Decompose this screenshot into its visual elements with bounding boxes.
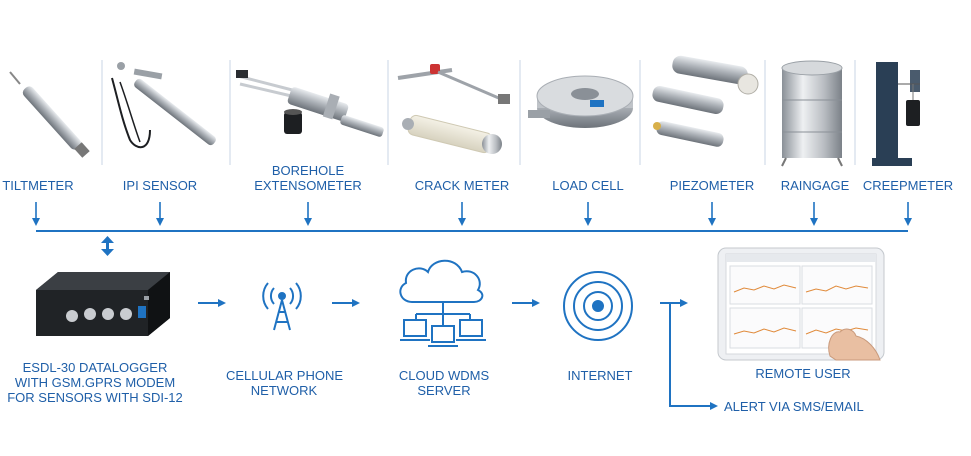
wireless-signal-icon	[563, 271, 633, 341]
flow-arrows	[198, 299, 718, 410]
borehole-extensometer-label-line-1: BOREHOLE	[271, 163, 345, 178]
crack-meter-icon	[397, 64, 510, 154]
ipi-sensor-label: IPI SENSOR	[122, 178, 198, 193]
datalogger-label-line-3: FOR SENSORS WITH SDI-12	[7, 390, 183, 405]
cellular-network-label-line-1: CELLULAR PHONE	[226, 368, 344, 383]
datalogger-label-line-1: ESDL-30 DATALOGGER	[22, 360, 168, 375]
cloud-server-label: CLOUD WDMS SERVER	[392, 368, 496, 398]
creepmeter-label: CREEPMETER	[862, 178, 954, 193]
creepmeter-icon	[872, 62, 920, 166]
arrow-to-alert	[669, 303, 718, 410]
internet-label: INTERNET	[567, 368, 633, 383]
tablet-dashboard-icon	[717, 247, 885, 361]
alert-label: ALERT VIA SMS/EMAIL	[724, 399, 864, 414]
tiltmeter-label: TILTMETER	[2, 178, 74, 193]
raingage-icon	[781, 60, 843, 167]
cell-tower-icon	[262, 282, 302, 331]
cellular-network-label: CELLULAR PHONE NETWORK	[226, 368, 344, 398]
load-cell-label: LOAD CELL	[552, 178, 624, 193]
borehole-extensometer-label: BOREHOLE EXTENSOMETER	[240, 163, 376, 193]
cloud-server-label-line-2: SERVER	[417, 383, 471, 398]
raingage-label: RAINGAGE	[780, 178, 850, 193]
cloud-server-label-line-1: CLOUD WDMS	[398, 368, 490, 383]
remote-user-label: REMOTE USER	[755, 366, 851, 381]
load-cell-icon	[528, 75, 634, 128]
sensor-separators	[101, 60, 856, 165]
tiltmeter-icon	[9, 71, 90, 158]
piezometer-label: PIEZOMETER	[669, 178, 755, 193]
cloud-server-icon	[399, 259, 486, 347]
borehole-extensometer-label-line-2: EXTENSOMETER	[254, 178, 362, 193]
datalogger-label: ESDL-30 DATALOGGER WITH GSM.GPRS MODEM F…	[0, 360, 190, 405]
piezometer-icon	[652, 55, 759, 147]
datalogger-box-icon	[36, 272, 170, 336]
crack-meter-label: CRACK METER	[414, 178, 510, 193]
datalogger-label-line-2: WITH GSM.GPRS MODEM	[14, 375, 176, 390]
bidirectional-arrow	[101, 236, 114, 256]
ipi-sensor-icon	[111, 62, 216, 149]
cellular-network-label-line-2: NETWORK	[250, 383, 318, 398]
borehole-extensometer-icon	[236, 70, 384, 137]
sensor-arrows	[32, 202, 912, 226]
